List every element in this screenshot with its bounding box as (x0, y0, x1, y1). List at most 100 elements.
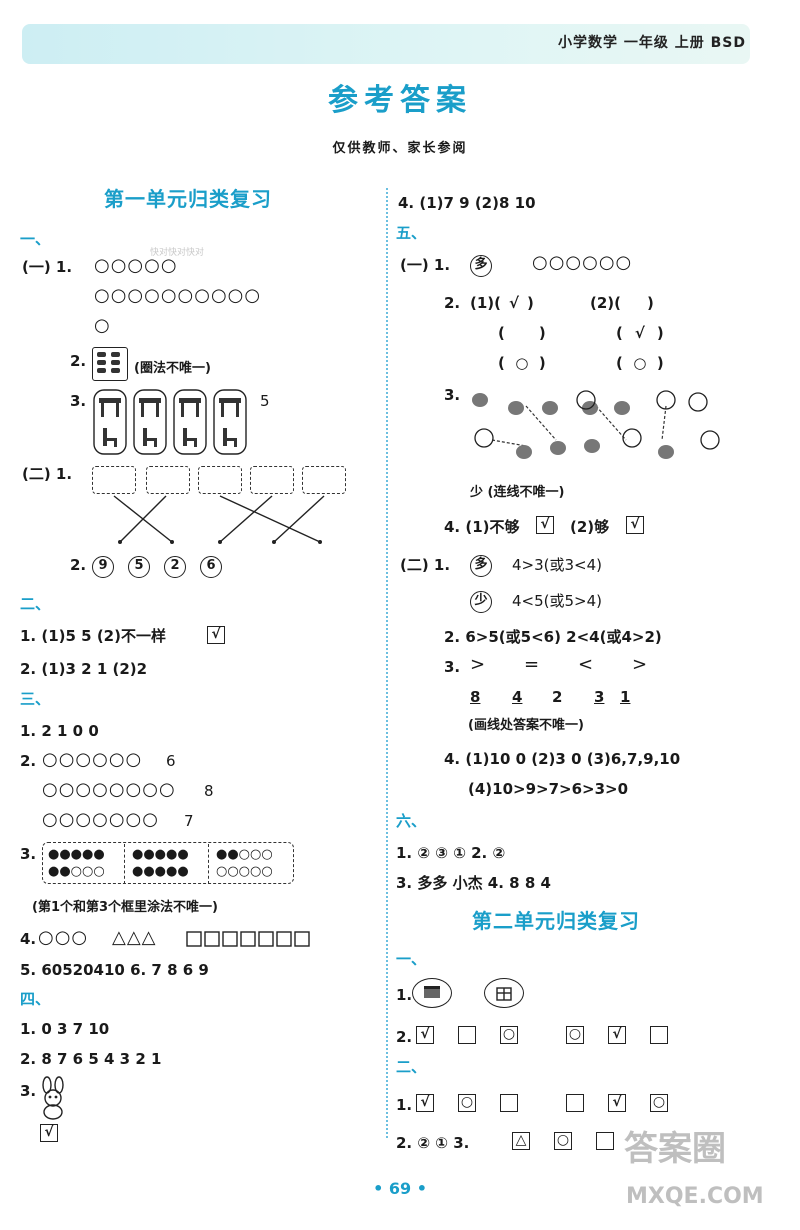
s5-part2-label: (二) 1. (400, 556, 451, 574)
s5-q2-a3: (○) (498, 354, 546, 372)
circled-number: 5 (128, 556, 150, 578)
circled-number: 9 (92, 556, 114, 578)
page-number: • 69 • (373, 1179, 427, 1198)
check-box: √ (416, 1094, 434, 1112)
check-box: √ (608, 1094, 626, 1112)
q2-note: (圈法不唯一) (134, 361, 211, 376)
s3-q2-label: 2. (20, 752, 37, 770)
s3-count-b: 8 (204, 782, 214, 800)
s3-q4-triangles: △△△ (112, 927, 157, 948)
s5-q3-label: 3. (444, 386, 461, 404)
s4-q3-label: 3. (20, 1082, 37, 1100)
blank-1: 8 (470, 688, 481, 706)
s5-q3-note: 少 (连线不唯一) (470, 485, 565, 500)
section-4-heading: 四、 (20, 990, 51, 1008)
s5-q2-b2-value: √ (634, 324, 645, 342)
u2-s2-q2-q3: 2. ② ① 3. (396, 1134, 470, 1152)
sign-1: > (470, 654, 486, 675)
s5-p2-shao: 少 (470, 590, 506, 613)
s5-p2-duo-answer: 4>3(或3<4) (512, 556, 603, 574)
triangle-mark-box: △ (512, 1132, 530, 1150)
circles-row-2: ○○○○○○○○○○ (94, 285, 262, 306)
s3-q4-label: 4. (20, 930, 37, 948)
empty-box (650, 1026, 668, 1044)
picture-box-3 (198, 466, 242, 494)
s5-q4-b: (2)够 (570, 518, 610, 536)
s3-circles-a: ○○○○○○ (42, 749, 143, 770)
picture-box-2 (146, 466, 190, 494)
check-box: √ (416, 1026, 434, 1044)
dots-3-top: ●●○○○ (216, 847, 273, 862)
blank-2: 4 (512, 688, 523, 706)
s6-q3-q4: 3. 多多 小杰 4. 8 8 4 (396, 874, 551, 892)
s3-q3-label: 3. (20, 845, 37, 863)
circled-number: 6 (200, 556, 222, 578)
s5-q2-a3-value: ○ (515, 354, 529, 372)
s5-p2-shao-answer: 4<5(或5>4) (512, 592, 603, 610)
cake-circle-icon (412, 978, 452, 1008)
blank-4: 3 (594, 688, 605, 706)
unit1-title: 第一单元归类复习 (104, 187, 272, 211)
rabbit-icon (36, 1076, 70, 1124)
circle-mark-box: ○ (500, 1026, 518, 1044)
section-5-heading: 五、 (396, 224, 427, 242)
header-band (22, 24, 750, 64)
unit2-title: 第二单元归类复习 (472, 909, 640, 933)
picture-box-1 (92, 466, 136, 494)
s5-p2-q3-note: (画线处答案不唯一) (468, 718, 584, 733)
s5-q2-b1: (2)() (590, 294, 654, 312)
u2-s2-q1-label: 1. (396, 1096, 413, 1114)
s4-q2: 2. 8 7 6 5 4 3 2 1 (20, 1050, 162, 1068)
section-1-heading: 一、 (20, 230, 51, 248)
blank-5: 1 (620, 688, 631, 706)
circled-word: 少 (470, 591, 492, 613)
part-1-label: (一) 1. (22, 258, 73, 276)
column-divider (386, 188, 388, 1138)
s5-p2-q4a: 4. (1)10 0 (2)3 0 (3)6,7,9,10 (444, 750, 681, 768)
circle-mark-box: ○ (554, 1132, 572, 1150)
s5-q2-a1: (1)(√) (470, 294, 534, 312)
u2-q1-label: 1. (396, 986, 413, 1004)
dots-3-bottom: ○○○○○ (216, 864, 273, 879)
check-box: √ (536, 516, 554, 534)
circled-word: 多 (470, 555, 492, 577)
u2-section-1-heading: 一、 (396, 950, 427, 968)
s5-q4-a: 4. (1)不够 (444, 518, 520, 536)
part-2-label: (二) 1. (22, 465, 73, 483)
q3-answer: 5 (260, 392, 270, 410)
matching-lines (90, 494, 350, 544)
s5-q2-a1-prefix: (1)( (470, 294, 502, 312)
s3-circles-c: ○○○○○○○ (42, 809, 159, 830)
s5-p2-duo: 多 (470, 554, 506, 577)
peach-monkey-matching (466, 386, 726, 466)
r-q4: 4. (1)7 9 (2)8 10 (398, 194, 536, 212)
page-subtitle: 仅供教师、家长参阅 (332, 141, 468, 156)
s5-circles: ○○○○○○ (532, 252, 633, 273)
empty-box (566, 1094, 584, 1112)
picture-box-5 (302, 466, 346, 494)
circle-mark-box: ○ (458, 1094, 476, 1112)
page-title: 参考答案 (328, 83, 472, 118)
s5-p2-q4b: (4)10>9>7>6>3>0 (468, 780, 629, 798)
s3-count-a: 6 (166, 752, 176, 770)
circle-mark-box: ○ (566, 1026, 584, 1044)
sign-3: < (578, 654, 594, 675)
s3-q5-q6: 5. 60520410 6. 7 8 6 9 (20, 961, 209, 979)
check-box: √ (207, 626, 225, 644)
empty-box (500, 1094, 518, 1112)
header-label: 小学数学 一年级 上册 BSD (558, 35, 746, 51)
s5-q2-b3: (○) (616, 354, 664, 372)
check-box: √ (40, 1124, 58, 1142)
sign-2: = (524, 654, 540, 675)
dots-1-bottom: ●●○○○ (48, 864, 105, 879)
s5-duo: 多 (470, 254, 506, 277)
sign-4: > (632, 654, 648, 675)
s5-q2-label: 2. (444, 294, 461, 312)
gift-circle-icon (484, 978, 524, 1008)
s5-q2-b1-prefix: (2)( (590, 294, 622, 312)
s5-q2-a1-value: √ (509, 294, 520, 312)
picture-box-4 (250, 466, 294, 494)
dots-grid-icon (92, 347, 128, 381)
dots-2-top: ●●●●● (132, 847, 189, 862)
